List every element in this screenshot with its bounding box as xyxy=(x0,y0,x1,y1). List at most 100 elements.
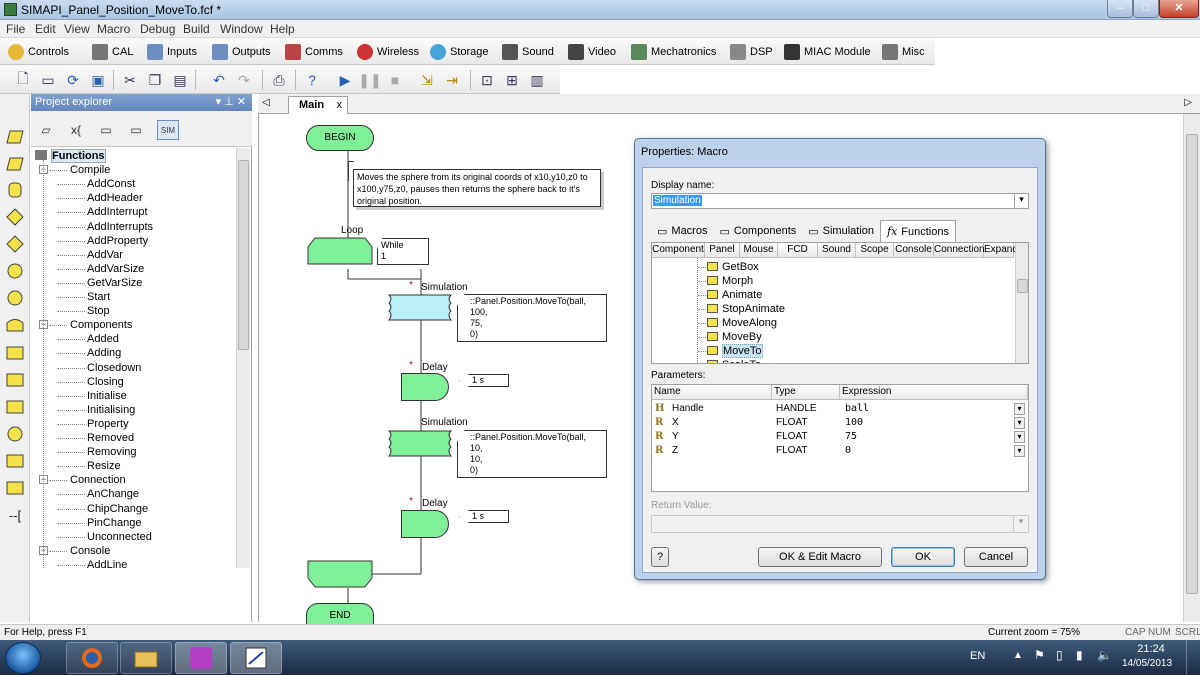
param-expression[interactable]: 75 xyxy=(840,430,1015,444)
comp-outputs[interactable]: Outputs xyxy=(212,42,271,62)
tree-scrollbar[interactable] xyxy=(236,148,250,568)
menu-window[interactable]: Window xyxy=(220,22,263,36)
func-col-header[interactable]: FCD xyxy=(778,243,818,258)
run-icon[interactable]: ▶ xyxy=(336,71,354,89)
panel-controls[interactable]: ▾ ⊥ ✕ xyxy=(216,95,246,108)
dropdown-arrow-icon[interactable]: ▾ xyxy=(1014,445,1025,457)
menu-help[interactable]: Help xyxy=(270,22,295,36)
function-item[interactable]: Animate xyxy=(698,288,762,302)
pause-icon[interactable]: ❚❚ xyxy=(361,71,379,89)
ok-edit-macro-button[interactable]: OK & Edit Macro xyxy=(758,547,882,567)
loop-icon[interactable] xyxy=(5,315,25,335)
breakpoint-icon[interactable]: ⊡ xyxy=(478,71,496,89)
help-button[interactable]: ? xyxy=(651,547,669,567)
comp-inputs[interactable]: Inputs xyxy=(147,42,197,62)
menu-file[interactable]: File xyxy=(6,22,25,36)
comp-comms[interactable]: Comms xyxy=(285,42,343,62)
battery-icon[interactable]: ▯ xyxy=(1056,648,1063,662)
tab-main[interactable]: Main x xyxy=(288,96,348,114)
begin-terminal[interactable]: BEGIN xyxy=(306,125,374,151)
ports-icon[interactable]: ▱ xyxy=(35,120,57,140)
step-into-icon[interactable]: ⇲ xyxy=(418,71,436,89)
code-icon[interactable] xyxy=(5,478,25,498)
functions-scroll-thumb[interactable] xyxy=(1017,279,1028,293)
comp-miac[interactable]: MIAC Module xyxy=(784,42,871,62)
language-indicator[interactable]: EN xyxy=(970,650,985,662)
dropdown-arrow-icon[interactable]: ▾ xyxy=(1014,403,1025,415)
canvas-scroll-thumb[interactable] xyxy=(1186,134,1198,594)
variables-icon[interactable]: x{ xyxy=(65,120,87,140)
comp-mechatronics[interactable]: Mechatronics xyxy=(631,42,716,62)
delay2-block[interactable] xyxy=(401,510,449,538)
tab-close[interactable]: x xyxy=(337,99,343,111)
undo-icon[interactable]: ↶ xyxy=(210,71,228,89)
comp-cal[interactable]: CAL xyxy=(92,42,133,62)
param-expression[interactable]: 0 xyxy=(840,444,1015,458)
step-over-icon[interactable]: ⇥ xyxy=(443,71,461,89)
loop-end-block[interactable] xyxy=(307,560,373,588)
flowchart-comment[interactable]: Moves the sphere from its original coord… xyxy=(353,169,601,207)
canvas-scrollbar[interactable] xyxy=(1183,114,1200,622)
input-icon[interactable] xyxy=(5,127,25,147)
minimize-button[interactable]: – xyxy=(1107,0,1133,18)
volume-icon[interactable]: 🔈 xyxy=(1097,648,1112,662)
cancel-button[interactable]: Cancel xyxy=(964,547,1028,567)
clock-date[interactable]: 14/05/2013 xyxy=(1122,658,1172,669)
goto-icon[interactable] xyxy=(5,288,25,308)
calculation-icon[interactable] xyxy=(5,451,25,471)
start-button[interactable] xyxy=(5,642,41,674)
clock-time[interactable]: 21:24 xyxy=(1130,643,1172,655)
function-item[interactable]: MoveTo xyxy=(698,344,763,358)
close-button[interactable]: ✕ xyxy=(1159,0,1199,18)
flag-icon[interactable]: ⚑ xyxy=(1034,648,1045,662)
help-icon[interactable]: ? xyxy=(303,71,321,89)
tab-functions[interactable]: fxFunctions xyxy=(880,220,956,242)
dropdown-arrow-icon[interactable]: ▾ xyxy=(1014,417,1025,429)
ok-button[interactable]: OK xyxy=(891,547,955,567)
function-item[interactable]: MoveBy xyxy=(698,330,762,344)
tab-components[interactable]: ▭Components xyxy=(713,220,802,242)
functions-list[interactable]: ComponentPanelMouseFCDSoundScopeConsoleC… xyxy=(651,242,1029,364)
components-icon[interactable]: ▭ xyxy=(125,120,147,140)
save-icon[interactable]: ▣ xyxy=(89,71,107,89)
print-icon[interactable]: ⎙ xyxy=(270,71,288,89)
interrupt-icon[interactable] xyxy=(5,424,25,444)
loop-start-block[interactable] xyxy=(307,237,373,265)
scroll-thumb[interactable] xyxy=(238,160,249,350)
cut-icon[interactable]: ✂ xyxy=(121,71,139,89)
step-icon[interactable]: ⊞ xyxy=(503,71,521,89)
param-expression[interactable]: 100 xyxy=(840,416,1015,430)
switch-icon[interactable] xyxy=(5,234,25,254)
paste-icon[interactable]: ▤ xyxy=(171,71,189,89)
menu-edit[interactable]: Edit xyxy=(35,22,56,36)
delay1-block[interactable] xyxy=(401,373,449,401)
tab-simulation[interactable]: ▭Simulation xyxy=(802,220,880,242)
taskbar-app-purple[interactable] xyxy=(175,642,227,674)
param-expression[interactable]: ball xyxy=(840,402,1015,416)
tab-scroll-right[interactable]: ▷ xyxy=(1184,97,1192,108)
macro-icon[interactable] xyxy=(5,343,25,363)
comp-wireless[interactable]: Wireless xyxy=(357,42,419,62)
sim2-block[interactable] xyxy=(388,430,452,457)
taskbar-explorer[interactable] xyxy=(120,642,172,674)
macros-icon[interactable]: ▭ xyxy=(95,120,117,140)
func-col-header[interactable]: Sound xyxy=(818,243,856,258)
menu-debug[interactable]: Debug xyxy=(140,22,175,36)
comp-misc[interactable]: Misc xyxy=(882,42,925,62)
menu-view[interactable]: View xyxy=(64,22,90,36)
component-macro-icon[interactable] xyxy=(5,370,25,390)
func-col-header[interactable]: Scope xyxy=(856,243,894,258)
delay-icon[interactable] xyxy=(5,180,25,200)
function-item[interactable]: StopAnimate xyxy=(698,302,785,316)
dropdown-arrow-icon[interactable]: ▾ xyxy=(1014,194,1028,208)
func-col-header[interactable]: Component xyxy=(652,243,705,258)
network-icon[interactable]: ▮ xyxy=(1076,648,1083,662)
output-icon[interactable] xyxy=(5,154,25,174)
refresh-icon[interactable]: ⟳ xyxy=(64,71,82,89)
chip-view-icon[interactable]: ▥ xyxy=(528,71,546,89)
tab-macros[interactable]: ▭Macros xyxy=(651,220,713,242)
functions-scrollbar[interactable] xyxy=(1015,243,1029,363)
comp-video[interactable]: Video xyxy=(568,42,616,62)
func-col-header[interactable]: Connection xyxy=(934,243,984,258)
comp-controls[interactable]: Controls xyxy=(8,42,69,62)
